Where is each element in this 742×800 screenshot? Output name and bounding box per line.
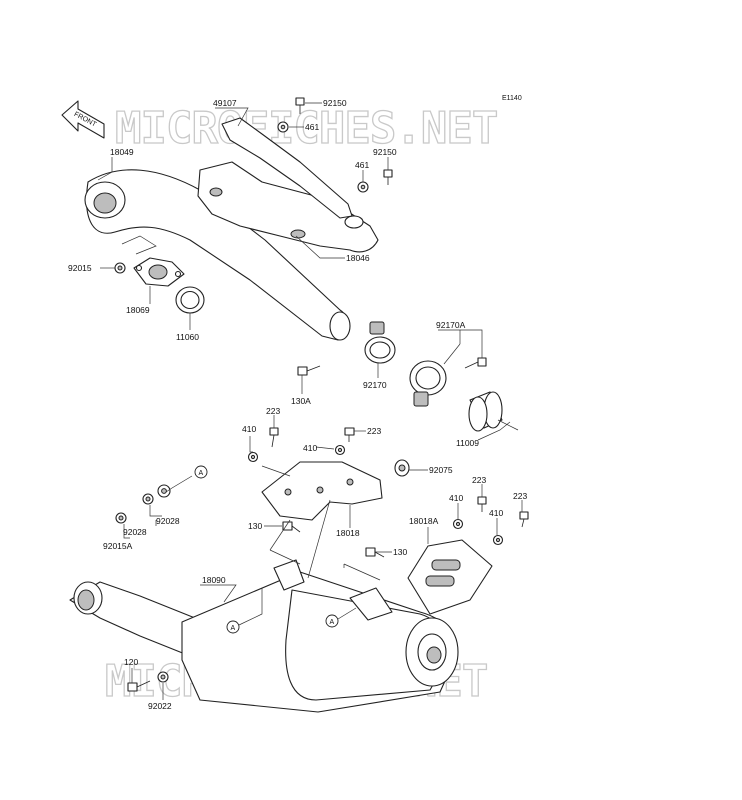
bracket-18018A <box>407 539 493 615</box>
bolt-92150-upper <box>295 97 305 114</box>
label-120: 120 <box>124 657 138 667</box>
washer-410-right-a <box>452 518 464 530</box>
washer-410-right-b <box>492 534 504 546</box>
label-410-left: 410 <box>242 424 256 434</box>
label-461-upper: 461 <box>305 122 319 132</box>
label-11060: 11060 <box>176 332 199 342</box>
bracket-18018 <box>261 461 383 521</box>
bolt-130A <box>297 365 321 376</box>
bolt-223-center <box>344 427 355 442</box>
label-92015A: 92015A <box>103 541 133 551</box>
label-11009: 11009 <box>456 438 479 448</box>
collar-92028-b <box>157 484 171 498</box>
label-92028-b: 92028 <box>123 527 147 537</box>
damper-92075 <box>394 459 410 477</box>
washer-461-lower <box>357 181 369 193</box>
label-223-left: 223 <box>266 406 280 416</box>
label-18090: 18090 <box>202 575 226 585</box>
washer-410-center <box>334 444 346 456</box>
label-223-center: 223 <box>367 426 381 436</box>
callout-a-3: A <box>325 614 339 628</box>
bolt-223-left <box>269 427 279 448</box>
label-18018A: 18018A <box>409 516 439 526</box>
front-arrow-icon: FRONT <box>61 100 105 139</box>
label-92170A: 92170A <box>436 320 466 330</box>
gasket-11060 <box>175 286 205 314</box>
label-92015: 92015 <box>68 263 92 273</box>
muffler-18090 <box>69 559 459 713</box>
label-49107: 49107 <box>213 98 237 108</box>
label-223-right-b: 223 <box>513 491 527 501</box>
bolt-92150-lower <box>383 169 393 185</box>
label-92028-a: 92028 <box>156 516 180 526</box>
bolt-130-left <box>282 521 301 533</box>
label-130-right: 130 <box>393 547 407 557</box>
label-18069: 18069 <box>126 305 150 315</box>
watermark-top: MICROFICHES.NET <box>115 103 497 154</box>
callout-a-3-label: A <box>330 619 335 626</box>
callout-a-1-label: A <box>199 470 204 477</box>
label-410-right-a: 410 <box>449 493 463 503</box>
label-92170: 92170 <box>363 380 387 390</box>
label-410-right-b: 410 <box>489 508 503 518</box>
collar-92028-a <box>142 493 154 505</box>
label-461-lower: 461 <box>355 160 369 170</box>
label-92075: 92075 <box>429 465 453 475</box>
callout-a-2-label: A <box>231 625 236 632</box>
gasket-18069 <box>133 257 185 287</box>
clamp-92170A <box>409 357 487 407</box>
heat-guard-18046 <box>197 161 379 253</box>
label-410-center: 410 <box>303 443 317 453</box>
label-223-right-a: 223 <box>472 475 486 485</box>
callout-a-2: A <box>226 620 240 634</box>
part-labels: 49107 92150 461 18049 92150 461 18046 92… <box>68 98 527 711</box>
nut-92015 <box>114 262 126 274</box>
nut-92015A <box>115 512 127 524</box>
washer-92022 <box>157 671 169 683</box>
label-92150-lower: 92150 <box>373 147 397 157</box>
washer-410-left <box>247 451 259 463</box>
label-130A: 130A <box>291 396 311 406</box>
washer-461-upper <box>277 121 289 133</box>
bolt-223-right-a <box>477 496 487 512</box>
label-18046: 18046 <box>346 253 370 263</box>
label-18049: 18049 <box>110 147 134 157</box>
bolt-120 <box>127 680 151 692</box>
guard-cover-49107 <box>221 117 353 219</box>
leader-lines <box>97 102 523 700</box>
label-130-left: 130 <box>248 521 262 531</box>
bolt-223-right-b <box>519 511 529 528</box>
header-pipe-18049 <box>84 169 351 341</box>
callout-a-1: A <box>194 465 208 479</box>
bolt-130-right <box>365 547 385 558</box>
clamp-92170 <box>364 321 396 364</box>
gasket-11009 <box>468 391 503 432</box>
label-18018: 18018 <box>336 528 360 538</box>
label-92150-upper: 92150 <box>323 98 347 108</box>
label-92022: 92022 <box>148 701 172 711</box>
diagram-code: E1140 <box>502 95 522 102</box>
